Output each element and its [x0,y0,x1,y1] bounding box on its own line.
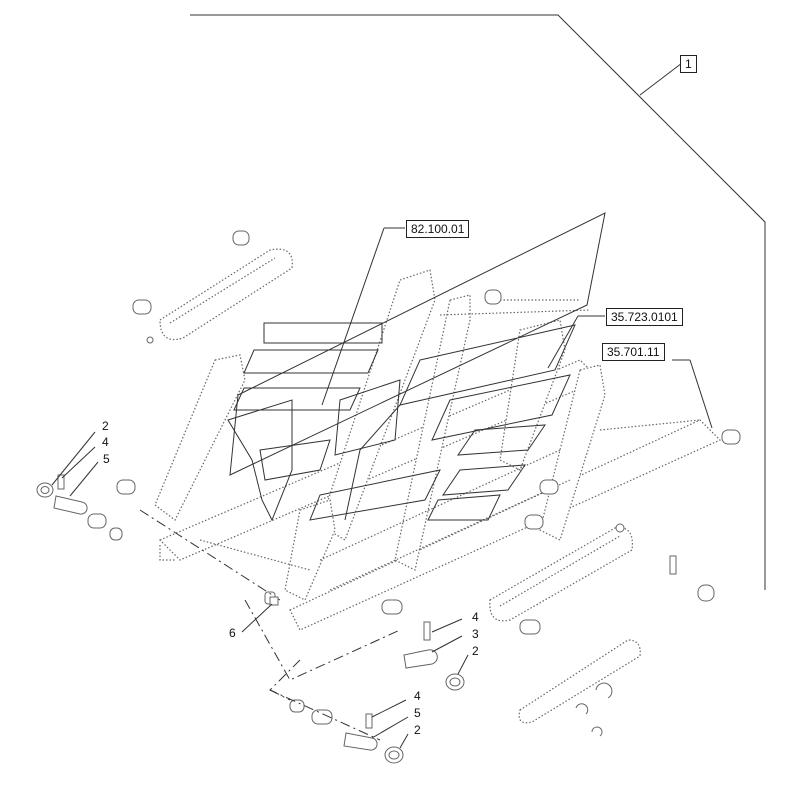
callout-mid-4: 4 [472,610,479,624]
callout-bottom-5: 5 [414,706,421,720]
grease-fitting-6 [241,596,279,633]
bottom-pin-group [343,699,409,764]
assembly-bracket-line [190,14,766,590]
callout-bottom-2: 2 [414,723,421,737]
upper-left-link-arm [132,230,293,344]
callout-mid-2: 2 [472,644,479,658]
assembly-leader [639,62,683,96]
left-pin-group [36,431,99,515]
callout-left-5: 5 [103,452,110,466]
centerlines [139,509,401,741]
callout-mid-3: 3 [472,627,479,641]
main-loader-frame [154,269,722,631]
callout-6: 6 [229,626,236,640]
assembly-ref-box: 1 [680,55,697,73]
callout-left-4: 4 [102,435,109,449]
right-link-arm [489,429,741,737]
callout-left-2: 2 [102,419,109,433]
ref-box-82-100-01[interactable]: 82.100.01 [406,220,470,238]
callout-bottom-4: 4 [414,689,421,703]
ref-box-35-701-11[interactable]: 35.701.11 [602,343,665,361]
shield-plates [227,212,606,522]
pins-and-bushings [87,289,559,725]
mid-pin-group [403,618,469,691]
ref-box-35-723-0101[interactable]: 35.723.0101 [606,308,683,326]
